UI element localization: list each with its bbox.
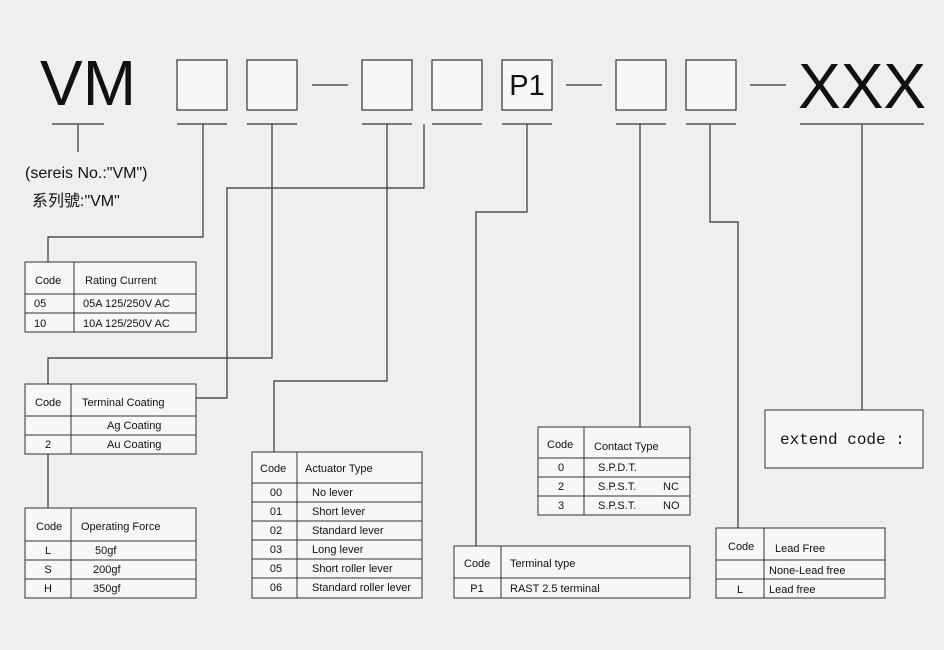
actuator-row-value: No lever (312, 487, 353, 499)
slot-lead-box (685, 59, 737, 111)
contact-row-value: S.P.D.T. (598, 462, 637, 474)
actuator-row-code: 05 (270, 563, 282, 575)
rating-header-code: Code (35, 275, 61, 287)
contact-row-code: 3 (558, 500, 564, 512)
rating-row-value: 10A 125/250V AC (83, 318, 170, 330)
rating-row-code: 05 (34, 298, 46, 310)
slot-contact-box (615, 59, 667, 111)
force-row-code: S (44, 564, 51, 576)
force-header-code: Code (36, 521, 62, 533)
lead-header-code: Code (728, 541, 754, 553)
series-prefix: VM (40, 47, 136, 119)
rating-row-code: 10 (34, 318, 46, 330)
force-row-code: H (44, 583, 52, 595)
rating-current-table: Code Rating Current 05 05A 125/250V AC 1… (24, 261, 197, 333)
force-row-value: 50gf (95, 545, 117, 557)
extend-code-label: extend code : (780, 431, 905, 449)
actuator-row-code: 02 (270, 525, 282, 537)
connector-terminal (475, 124, 528, 546)
connector-actuator (273, 124, 388, 452)
actuator-row-value: Short lever (312, 506, 366, 518)
terminal-row-value: RAST 2.5 terminal (510, 583, 600, 595)
terminal-type-table: Code Terminal type P1 RAST 2.5 terminal (453, 545, 691, 599)
connector-lead (709, 124, 739, 528)
operating-force-table: Code Operating Force L 50gf S 200gf H 35… (24, 507, 197, 599)
force-header-label: Operating Force (81, 521, 160, 533)
connector-rating (47, 124, 204, 262)
slot-terminal-box (501, 59, 553, 111)
actuator-row-code: 00 (270, 487, 282, 499)
lead-free-table: Code Lead Free None-Lead free L Lead fre… (715, 527, 886, 599)
terminal-coating-table: Code Terminal Coating Ag Coating 2 Au Co… (24, 383, 197, 455)
slot-coating-box (246, 59, 298, 111)
contact-row-code: 2 (558, 481, 564, 493)
contact-row-code: 0 (558, 462, 564, 474)
slot-rating-box (176, 59, 228, 111)
lead-row-code: L (737, 584, 743, 596)
coating-header-code: Code (35, 397, 61, 409)
lead-header-label: Lead Free (775, 543, 825, 555)
force-row-code: L (45, 545, 51, 557)
slot-actuator-box (431, 59, 483, 111)
terminal-header-code: Code (464, 558, 490, 570)
suffix-code: XXX (798, 50, 926, 122)
actuator-row-value: Short roller lever (312, 563, 393, 575)
rating-row-value: 05A 125/250V AC (83, 298, 170, 310)
series-note: (sereis No.:"VM") (25, 165, 147, 182)
force-row-value: 350gf (93, 583, 121, 595)
terminal-box-text: P1 (509, 70, 544, 102)
lead-row-value: Lead free (769, 584, 815, 596)
actuator-row-value: Standard roller lever (312, 582, 411, 594)
actuator-row-code: 06 (270, 582, 282, 594)
terminal-header-label: Terminal type (510, 558, 575, 570)
contact-row-state: NO (663, 500, 680, 512)
coating-header-label: Terminal Coating (82, 397, 165, 409)
coating-row-code: 2 (45, 439, 51, 451)
contact-header-label: Contact Type (594, 441, 659, 453)
terminal-row-code: P1 (470, 583, 483, 595)
coating-row-value: Ag Coating (107, 420, 161, 432)
slot-force-box (361, 59, 413, 111)
actuator-header-label: Actuator Type (305, 463, 373, 475)
rating-header-label: Rating Current (85, 275, 157, 287)
actuator-type-table: Code Actuator Type 00 No lever 01 Short … (251, 451, 423, 599)
force-row-value: 200gf (93, 564, 121, 576)
series-note-cn: 系列號:"VM" (32, 192, 120, 210)
extend-code-box: extend code : (764, 409, 924, 469)
connector-coating (47, 124, 273, 384)
contact-row-value: S.P.S.T. (598, 481, 636, 493)
contact-type-table: Code Contact Type 0 S.P.D.T. 2 S.P.S.T. … (537, 426, 691, 516)
actuator-row-value: Long lever (312, 544, 364, 556)
actuator-row-value: Standard lever (312, 525, 384, 537)
actuator-row-code: 03 (270, 544, 282, 556)
actuator-header-code: Code (260, 463, 286, 475)
lead-row-value: None-Lead free (769, 565, 845, 577)
contact-row-state: NC (663, 481, 679, 493)
actuator-row-code: 01 (270, 506, 282, 518)
contact-row-value: S.P.S.T. (598, 500, 636, 512)
coating-row-value: Au Coating (107, 439, 161, 451)
contact-header-code: Code (547, 439, 573, 451)
